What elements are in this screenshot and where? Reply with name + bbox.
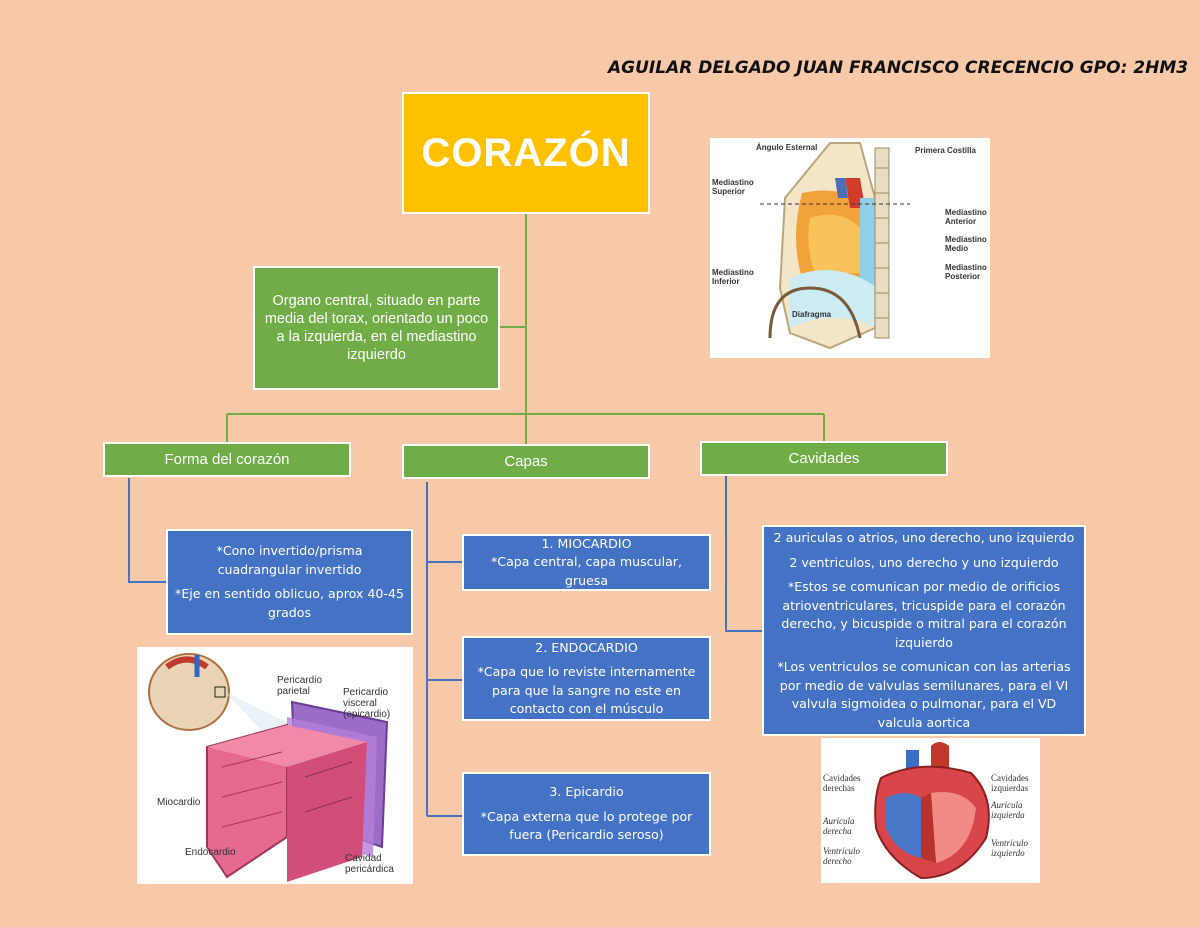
label-ventriculo-izq: Ventrículo izquierdo	[991, 838, 1028, 858]
label-auricula-der: Aurícula derecha	[823, 816, 855, 836]
definition-box: Organo central, situado en parte media d…	[253, 266, 500, 390]
category-capas: Capas	[402, 444, 650, 479]
forma-line-1: *Cono invertido/prisma cuadrangular inve…	[216, 543, 363, 577]
mediastino-illustration	[760, 142, 910, 350]
cavidades-line-4: *Los ventriculos se comunican con las ar…	[777, 659, 1071, 730]
label-medio: Mediastino Medio	[945, 235, 987, 253]
capas-image: Pericardio parietal Pericardio visceral …	[137, 647, 413, 884]
label-anterior: Mediastino Anterior	[945, 208, 987, 226]
label-visceral: Pericardio visceral (epicardio)	[343, 687, 391, 720]
mediastino-image: Ángulo Esternal Primera Costilla Mediast…	[710, 138, 990, 358]
label-miocardio: Miocardio	[157, 797, 201, 808]
label-parietal: Pericardio parietal	[277, 675, 323, 697]
label-ventriculo-der: Ventrículo derecho	[823, 846, 860, 866]
capa-endocardio-box: 2. ENDOCARDIO *Capa que lo reviste inter…	[462, 636, 711, 721]
author-header: AGUILAR DELGADO JUAN FRANCISCO CRECENCIO…	[608, 58, 1189, 78]
main-title: CORAZÓN	[421, 130, 631, 175]
category-forma: Forma del corazón	[103, 442, 351, 477]
label-cavidad: Cavidad pericárdica	[345, 853, 394, 875]
label-angulo: Ángulo Esternal	[756, 143, 818, 152]
cavidades-box: 2 auriculas o atrios, uno derecho, uno i…	[762, 525, 1086, 736]
capa-title: 2. ENDOCARDIO	[535, 639, 638, 655]
main-title-box: CORAZÓN	[402, 92, 650, 214]
label-endocardio: Endocardio	[185, 847, 236, 858]
capa-epicardio-box: 3. Epicardio *Capa externa que lo proteg…	[462, 772, 711, 856]
capa-text: *Capa que lo reviste internamente para q…	[477, 664, 696, 716]
capas-illustration	[148, 653, 389, 882]
label-cav-derechas: Cavidades derechas	[823, 773, 861, 793]
capa-miocardio-box: 1. MIOCARDIO *Capa central, capa muscula…	[462, 534, 711, 591]
label-inferior: Mediastino Inferior	[712, 268, 754, 286]
cavidades-illustration	[874, 742, 990, 880]
label-posterior: Mediastino Posterior	[945, 263, 987, 281]
cavidades-image: Cavidades derechas Cavidades izquierdas …	[821, 738, 1040, 883]
forma-box: *Cono invertido/prisma cuadrangular inve…	[166, 529, 413, 635]
cavidades-line-1: 2 auriculas o atrios, uno derecho, uno i…	[773, 530, 1075, 545]
capa-text: *Capa externa que lo protege por fuera (…	[480, 808, 693, 843]
forma-line-2: *Eje en sentido oblicuo, aprox 40-45 gra…	[175, 586, 404, 620]
label-auricula-izq: Aurícula izquierda	[991, 800, 1025, 820]
cavidades-line-2: 2 ventriculos, uno derecho y uno izquier…	[789, 554, 1059, 570]
capa-title: 3. Epicardio	[549, 784, 624, 800]
label-cav-izquierdas: Cavidades izquierdas	[991, 773, 1029, 793]
category-cavidades: Cavidades	[700, 441, 948, 476]
label-diafragma: Diafragma	[792, 310, 832, 319]
label-superior: Mediastino Superior	[712, 178, 754, 196]
cavidades-line-3: *Estos se comunican por medio de orifici…	[781, 579, 1067, 650]
capa-text: *Capa central, capa muscular, gruesa	[491, 554, 682, 588]
capa-title: 1. MIOCARDIO	[541, 535, 632, 551]
label-costilla: Primera Costilla	[915, 146, 976, 155]
